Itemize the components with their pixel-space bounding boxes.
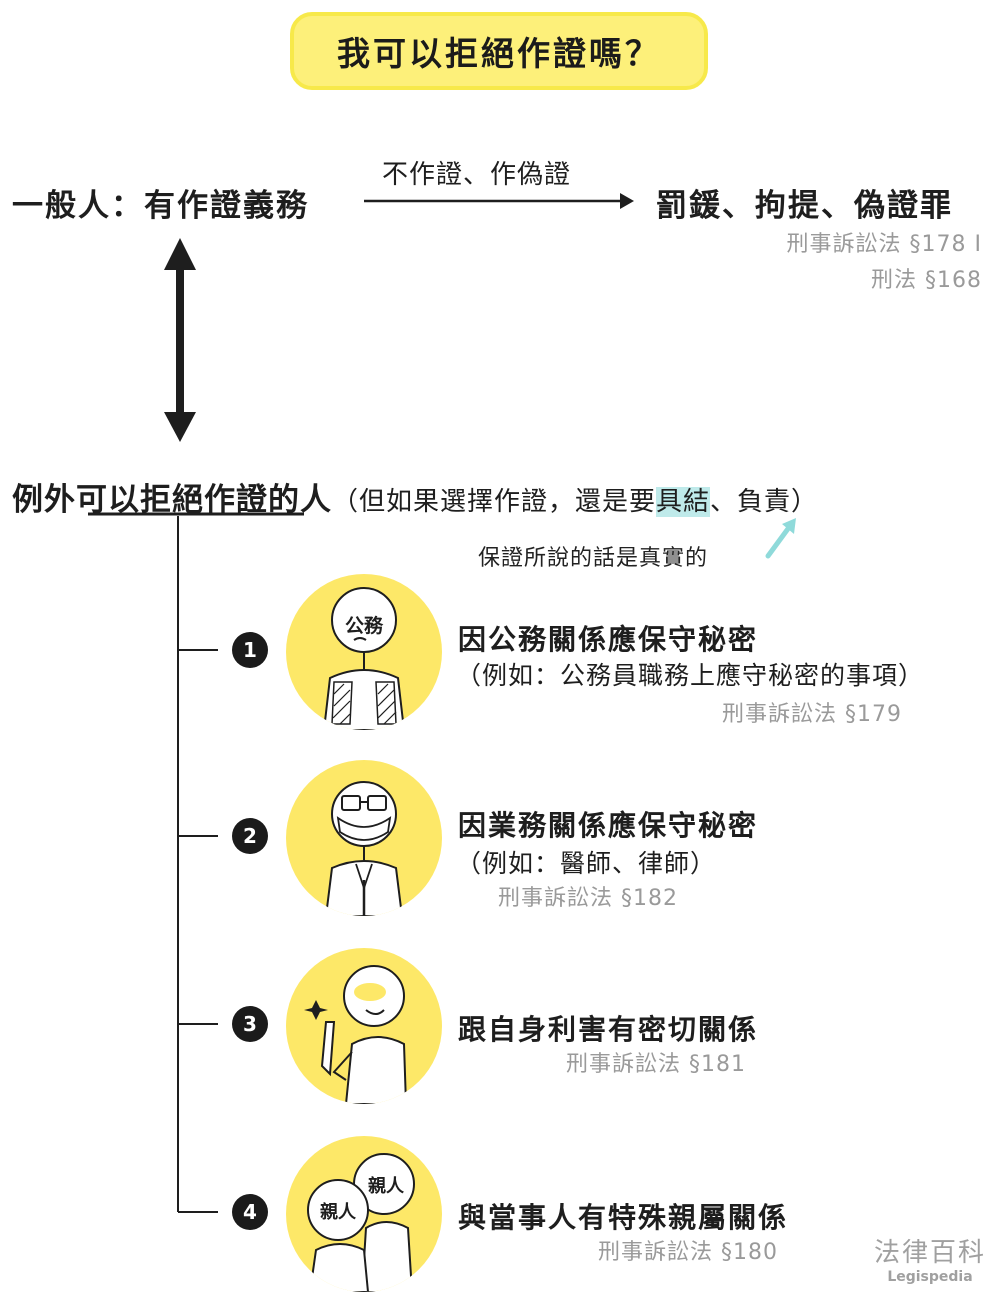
number-badge-2: 2 [232,818,268,854]
number-badge-3: 3 [232,1006,268,1042]
number-badge-4: 4 [232,1194,268,1230]
item-title-2: 因業務關係應保守秘密 [458,809,759,842]
exception-paren-after: 、負責） [710,487,819,517]
title-box: 我可以拒絕作證嗎？ [290,12,708,90]
brand-logo: 法律百科 Legispedia [872,1232,988,1285]
item-title-4: 與當事人有特殊親屬關係 [458,1201,789,1234]
doctor-icon [324,781,404,916]
official-icon-label: 公務 [345,614,384,637]
official-person-icon: 公務 [322,587,406,730]
page-title: 我可以拒絕作證嗎？ [337,34,661,73]
general-duty-label: 一般人：有作證義務 [12,188,309,224]
double-arrow-icon [164,238,196,442]
brand-name: 法律百科 [873,1238,986,1268]
item-example-2: （例如：醫師、律師） [456,849,717,878]
relatives-illustration: 親人 親人 [286,1136,442,1292]
relative-icon-label-1: 親人 [368,1175,405,1197]
exception-highlight: 具結 [656,487,711,517]
penalty-label: 罰鍰、拘提、偽證罪 [656,188,953,224]
self-interest-illustration [286,948,442,1104]
item-ref-4: 刑事訴訟法 §180 [598,1240,778,1265]
exception-underlined: 可以拒絕作證 [76,482,268,518]
note-arrow-icon [765,518,796,559]
exception-suffix: 的人 [268,482,332,518]
item-ref-3: 刑事訴訟法 §181 [566,1052,746,1077]
item-ref-2: 刑事訴訟法 §182 [498,886,678,911]
right-arrow-icon [364,193,634,209]
brand-sub: Legispedia [887,1269,973,1285]
official-illustration: 公務 [286,574,442,730]
exception-prefix: 例外 [12,482,76,518]
item-title-1: 因公務關係應保守秘密 [458,623,759,656]
exception-heading: 例外可以拒絕作證的人（但如果選擇作證，還是要具結、負責） [12,474,818,519]
ref-general-1: 刑事訴訟法 §178 I [786,232,982,257]
item-example-1: （例如：公務員職務上應守秘密的事項） [456,661,925,690]
ref-general-2: 刑法 §168 [871,268,982,293]
doctor-illustration [286,760,442,916]
item-ref-1: 刑事訴訟法 §179 [722,702,902,727]
relatives-icon: 親人 親人 [307,1153,415,1292]
oath-note: 保證所說的話是真實的 [478,546,709,571]
arrow-label: 不作證、作偽證 [382,160,572,190]
number-badge-1: 1 [232,632,268,668]
self-interest-person-icon [304,965,408,1104]
item-title-3: 跟自身利害有密切關係 [458,1013,759,1046]
exception-paren-before: （但如果選擇作證，還是要 [332,487,657,517]
relative-icon-label-2: 親人 [320,1201,357,1223]
